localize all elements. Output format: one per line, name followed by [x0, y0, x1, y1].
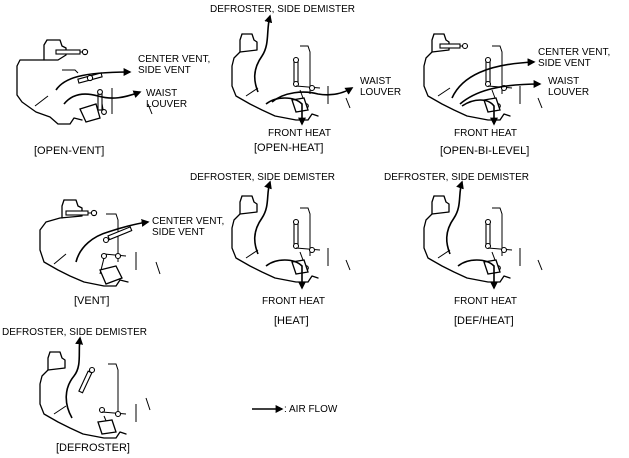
caption-open-heat: [OPEN-HEAT]: [254, 142, 323, 154]
airflow-arrows: [75, 218, 150, 263]
heater-core: [79, 103, 101, 123]
hvac-unit-housing: [39, 351, 151, 439]
label-waist-louver-1: WAIST: [146, 88, 177, 99]
legend: : AIR FLOW: [252, 404, 338, 415]
label-waist-louver-2: LOUVER: [548, 87, 589, 98]
mode-vent: CENTER VENT, SIDE VENT [VENT]: [39, 199, 224, 307]
hvac-unit-housing: [231, 195, 351, 283]
label-front-heat: FRONT HEAT: [262, 296, 325, 307]
mode-door-assembly: [99, 226, 133, 285]
hvac-unit-housing: [231, 33, 351, 121]
label-waist-louver-1: WAIST: [548, 76, 579, 87]
airflow-arrows: [55, 68, 142, 105]
label-defroster: DEFROSTER, SIDE DEMISTER: [2, 327, 147, 338]
label-defroster: DEFROSTER, SIDE DEMISTER: [384, 172, 529, 183]
caption-open-bi-level: [OPEN-BI-LEVEL]: [440, 145, 529, 157]
mode-door-assembly: [55, 48, 107, 123]
mode-def-heat: DEFROSTER, SIDE DEMISTER FRONT HEAT [DEF…: [384, 172, 543, 327]
airflow-arrows: [451, 58, 542, 126]
hvac-unit-housing: [423, 195, 543, 283]
mode-heat: DEFROSTER, SIDE DEMISTER FRONT HEAT [HEA…: [190, 172, 351, 327]
label-front-heat: FRONT HEAT: [454, 128, 517, 139]
caption-open-vent: [OPEN-VENT]: [34, 145, 104, 157]
mode-door-assembly: [78, 366, 127, 435]
caption-vent: [VENT]: [74, 295, 109, 307]
mode-open-bi-level: CENTER VENT, SIDE VENT WAIST LOUVER FRON…: [423, 33, 610, 157]
airflow-arrows: [65, 336, 84, 419]
mode-open-heat: DEFROSTER, SIDE DEMISTER WAIST LOUVER FR…: [210, 4, 401, 154]
caption-heat: [HEAT]: [274, 315, 309, 327]
airflow-arrows: [253, 14, 354, 126]
heater-core: [99, 265, 123, 285]
mode-open-vent: CENTER VENT, SIDE VENT WAIST LOUVER [OPE…: [16, 39, 210, 157]
label-defroster: DEFROSTER, SIDE DEMISTER: [210, 4, 355, 15]
label-waist-louver-1: WAIST: [360, 76, 391, 87]
caption-def-heat: [DEF/HEAT]: [454, 315, 514, 327]
label-front-heat: FRONT HEAT: [454, 296, 517, 307]
label-front-heat: FRONT HEAT: [268, 128, 331, 139]
mode-door-assembly: [291, 56, 321, 113]
heater-core: [483, 259, 501, 275]
label-center-vent-1: CENTER VENT,: [152, 216, 224, 227]
label-waist-louver-2: LOUVER: [146, 99, 187, 110]
label-center-vent-2: SIDE VENT: [538, 58, 591, 69]
heater-core: [291, 97, 309, 113]
mode-door-assembly: [483, 218, 513, 275]
mode-defroster: DEFROSTER, SIDE DEMISTER [DEFROSTER]: [2, 327, 151, 454]
hvac-unit-housing: [39, 199, 161, 287]
mode-door-assembly: [291, 218, 321, 275]
label-waist-louver-2: LOUVER: [360, 87, 401, 98]
label-center-vent-1: CENTER VENT,: [138, 54, 210, 65]
caption-defroster: [DEFROSTER]: [56, 442, 130, 454]
label-center-vent-1: CENTER VENT,: [538, 47, 610, 58]
legend-label: : AIR FLOW: [284, 404, 338, 415]
label-defroster: DEFROSTER, SIDE DEMISTER: [190, 172, 335, 183]
heater-core: [97, 419, 117, 435]
hvac-unit-housing: [423, 33, 543, 121]
hvac-unit-housing: [16, 39, 153, 125]
heater-core: [291, 259, 309, 275]
airflow-arrows: [445, 180, 498, 290]
mode-door-assembly: [483, 56, 513, 113]
label-center-vent-2: SIDE VENT: [152, 227, 205, 238]
label-center-vent-2: SIDE VENT: [138, 65, 191, 76]
airflow-arrows: [253, 180, 306, 290]
